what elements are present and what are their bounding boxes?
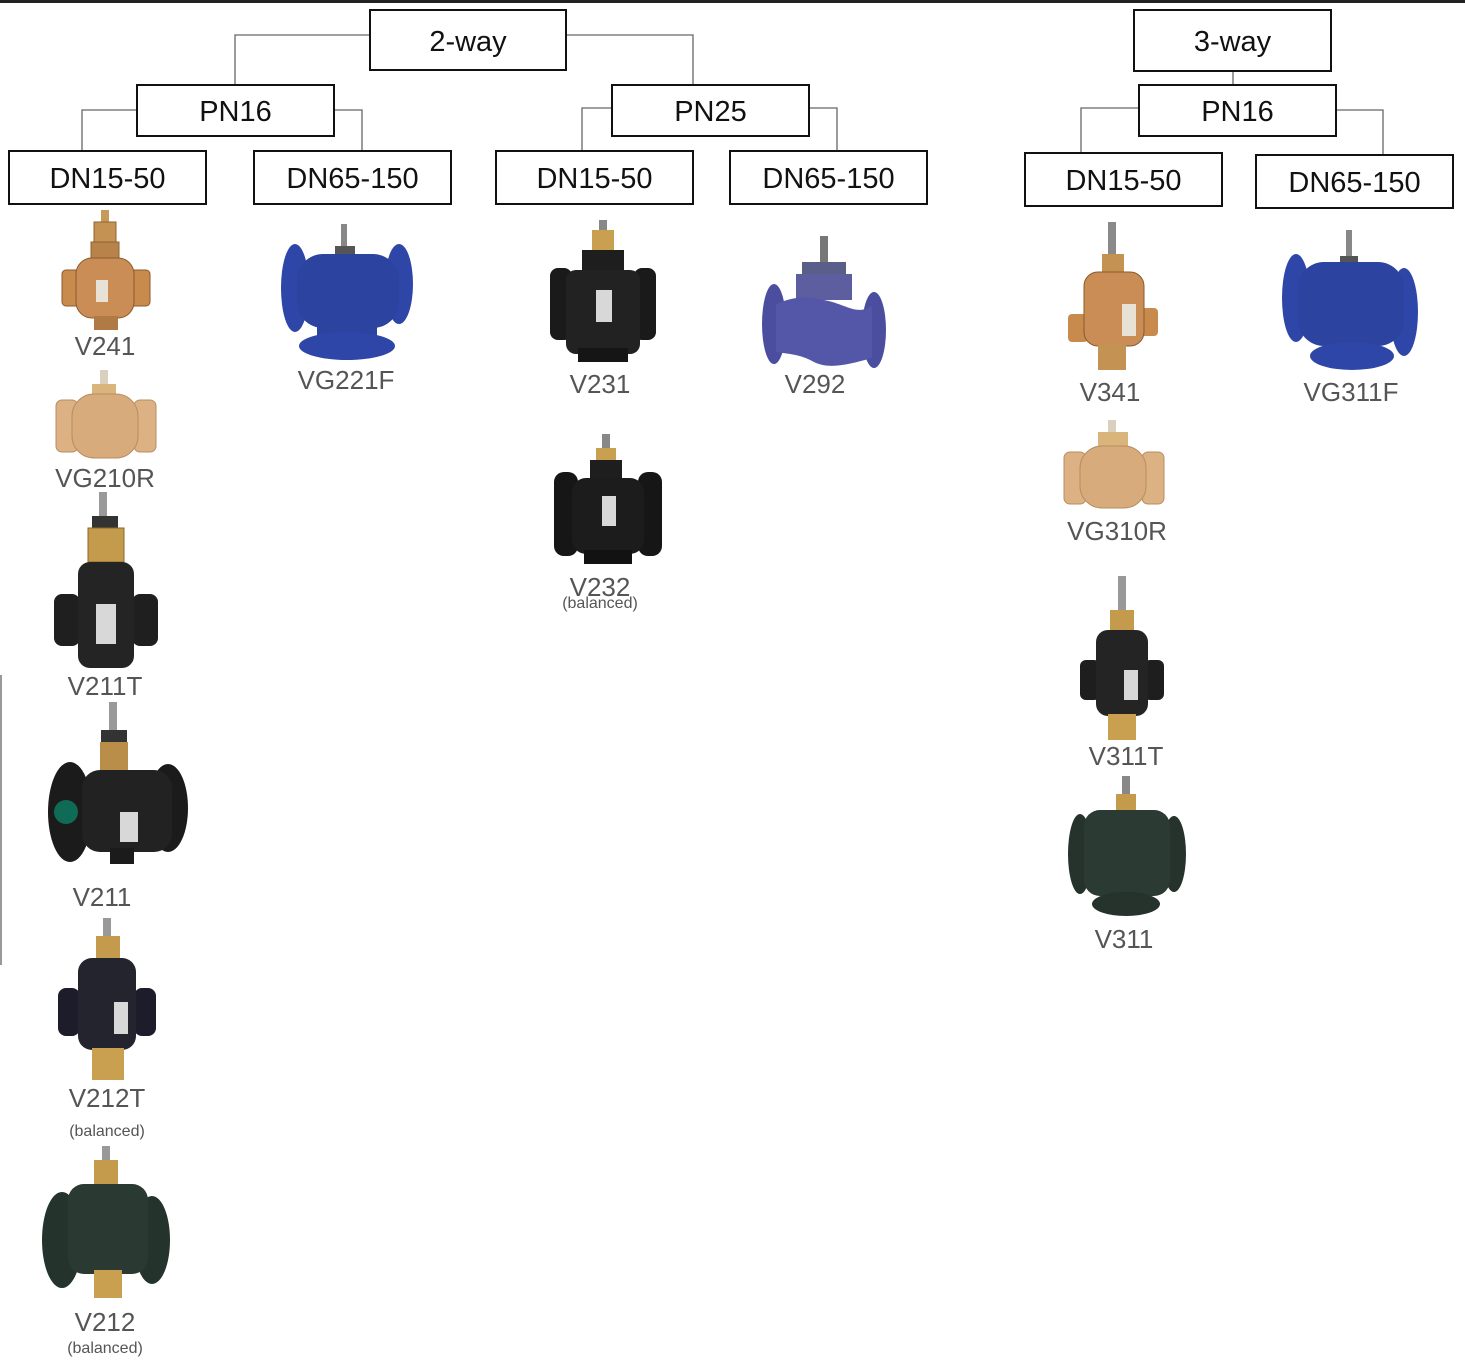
- node-3-way-pn16-label: PN16: [1201, 96, 1274, 128]
- v212t-label: V212T: [68, 1083, 146, 1113]
- vg310r-valve-image: [1063, 420, 1165, 509]
- v231-label: V231: [569, 369, 631, 399]
- v212-label: V212: [74, 1307, 136, 1337]
- node-2-way-pn25: PN25: [611, 84, 810, 137]
- node-label: DN65-150: [1288, 167, 1421, 199]
- v211t-valve-image: [54, 492, 158, 668]
- node-label: DN65-150: [762, 163, 895, 195]
- node-label: DN15-50: [536, 163, 653, 195]
- v341-valve-image: [1068, 222, 1158, 370]
- node-2-way-pn16: PN16: [136, 84, 335, 137]
- vg210r-label: VG210R: [55, 463, 155, 493]
- v231-valve-image: [550, 220, 656, 362]
- vg311f-label: VG311F: [1303, 377, 1399, 407]
- v241-valve-image: [61, 210, 151, 330]
- vg221f-label: VG221F: [297, 365, 395, 395]
- vg311f-valve-image: [1282, 230, 1418, 370]
- v211-label: V211: [72, 882, 132, 912]
- node-2-way-pn25-dn65-150: DN65-150: [729, 150, 928, 205]
- v292-label: V292: [784, 369, 846, 399]
- node-3-way-pn16-dn15-50: DN15-50: [1024, 152, 1223, 207]
- v212t-balanced-note: (balanced): [69, 1123, 145, 1140]
- left-margin-rule: [0, 675, 2, 965]
- v341-label: V341: [1079, 377, 1141, 407]
- node-2-way-label: 2-way: [429, 25, 507, 58]
- node-2-way-pn25-label: PN25: [674, 96, 747, 128]
- node-2-way-pn16-label: PN16: [199, 96, 272, 128]
- node-3-way-pn16-dn65-150: DN65-150: [1255, 154, 1454, 209]
- v212-valve-image: [42, 1146, 170, 1298]
- top-rule: [0, 0, 1465, 3]
- v232-label: V232: [569, 572, 631, 602]
- v311-valve-image: [1068, 776, 1186, 916]
- v211-valve-image: [48, 702, 188, 864]
- v212-balanced-note: (balanced): [67, 1340, 143, 1357]
- vg221f-valve-image: [281, 224, 413, 360]
- node-label: DN15-50: [49, 163, 166, 195]
- node-2-way-pn25-dn15-50: DN15-50: [495, 150, 694, 205]
- v311t-valve-image: [1080, 576, 1164, 740]
- v232-balanced-note: (balanced): [562, 595, 638, 612]
- node-2-way: 2-way: [369, 9, 567, 71]
- node-label: DN65-150: [286, 163, 419, 195]
- vg210r-valve-image: [55, 370, 157, 459]
- node-3-way-label: 3-way: [1193, 26, 1272, 58]
- node-2-way-pn16-dn15-50: DN15-50: [8, 150, 207, 205]
- v232-valve-image: [554, 434, 662, 564]
- node-2-way-pn16-dn65-150: DN65-150: [253, 150, 452, 205]
- v212t-valve-image: [58, 918, 156, 1080]
- v292-valve-image: [762, 236, 886, 368]
- node-label: DN15-50: [1065, 165, 1182, 197]
- v311-label: V311: [1094, 924, 1154, 954]
- v211t-label: V211T: [67, 671, 143, 701]
- node-3-way: 3-way: [1133, 9, 1332, 72]
- v241-label: V241: [74, 331, 136, 361]
- node-3-way-pn16: PN16: [1138, 84, 1337, 137]
- vg310r-label: VG310R: [1067, 516, 1167, 546]
- v311t-label: V311T: [1088, 741, 1164, 771]
